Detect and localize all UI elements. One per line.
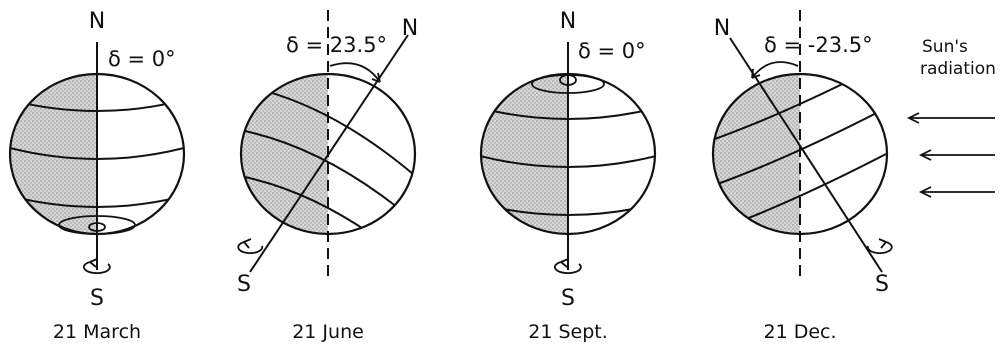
north-label: N — [402, 16, 418, 41]
date-label: 21 Dec. — [763, 321, 836, 343]
declination-label: δ = 0° — [578, 39, 646, 63]
south-label: S — [237, 272, 251, 297]
declination-arc — [330, 63, 380, 82]
north-label: N — [714, 16, 730, 41]
north-label: N — [560, 9, 576, 34]
rotation-arrow-icon — [238, 239, 262, 253]
sun-radiation-label-line1: Sun's — [922, 37, 968, 57]
sun-radiation: Sun's radiation — [909, 37, 996, 197]
declination-label: δ = 23.5° — [286, 33, 387, 57]
rotation-arrow-icon — [868, 239, 892, 253]
south-label: S — [875, 272, 889, 297]
sun-radiation-label-line2: radiation — [920, 59, 996, 79]
panel-march: N δ = 0° S 21 March — [10, 9, 184, 343]
radiation-arrow-icon — [909, 113, 995, 123]
date-label: 21 March — [53, 321, 141, 343]
radiation-arrow-icon — [921, 187, 995, 197]
north-label: N — [89, 9, 105, 34]
date-label: 21 June — [292, 321, 364, 343]
panel-december: N δ = -23.5° S 21 Dec. — [712, 10, 892, 343]
night-shading — [713, 74, 800, 234]
night-shading — [481, 74, 568, 234]
south-label: S — [90, 286, 104, 311]
panel-september: N δ = 0° S 21 Sept. — [480, 9, 656, 343]
radiation-arrow-icon — [921, 150, 995, 160]
south-label: S — [561, 286, 575, 311]
night-shading — [10, 74, 97, 234]
date-label: 21 Sept. — [528, 321, 608, 343]
panel-june: N δ = 23.5° S 21 June — [237, 10, 420, 343]
declination-label: δ = 0° — [108, 47, 176, 71]
declination-label: δ = -23.5° — [764, 33, 873, 57]
